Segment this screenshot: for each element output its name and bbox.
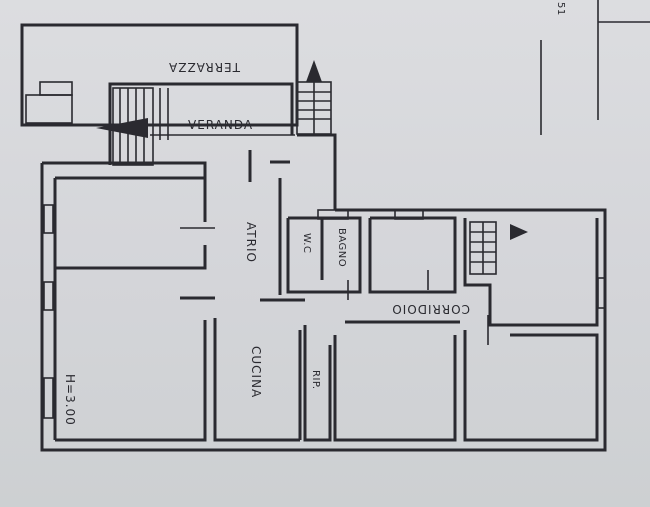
entry-stair bbox=[296, 81, 332, 135]
outer-wall bbox=[42, 161, 207, 177]
outer-wall bbox=[40, 163, 607, 452]
outer-wall bbox=[297, 133, 337, 210]
inner-stair-arrow-icon bbox=[510, 224, 528, 240]
cucina-label: CUCINA bbox=[249, 346, 263, 398]
corridoio-label: CORRIDOIO bbox=[391, 302, 470, 316]
atrio-label: ATRIO bbox=[244, 222, 258, 263]
bath-window bbox=[317, 209, 349, 220]
terrace-fixture bbox=[39, 81, 73, 96]
room-wall bbox=[333, 335, 457, 442]
veranda-walls bbox=[108, 82, 294, 165]
entry-arrow-icon bbox=[306, 60, 322, 82]
veranda-label: VERANDA bbox=[188, 118, 253, 132]
wc-label: W.C bbox=[301, 233, 312, 253]
room-wall bbox=[55, 320, 207, 442]
room-wall bbox=[55, 245, 207, 270]
terrace-fixture bbox=[25, 94, 73, 124]
room-wall bbox=[463, 218, 599, 327]
window bbox=[394, 209, 424, 220]
corner-number: 51 bbox=[555, 2, 566, 16]
rip-label: RIP. bbox=[310, 370, 321, 390]
ceiling-height: H=3.00 bbox=[63, 374, 77, 426]
room-wall bbox=[55, 176, 207, 222]
kitchen-wall bbox=[213, 318, 300, 442]
stair-arrow-icon bbox=[96, 118, 148, 138]
storage-wall bbox=[303, 325, 332, 442]
window bbox=[597, 277, 606, 309]
terrace-label: TERRAZZA bbox=[168, 60, 241, 74]
room-wall bbox=[463, 330, 599, 442]
windows-left bbox=[43, 204, 54, 419]
inner-stair bbox=[469, 221, 497, 275]
bagno-label: BAGNO bbox=[336, 228, 347, 267]
room-wall bbox=[368, 216, 457, 294]
bath-block bbox=[286, 216, 362, 294]
